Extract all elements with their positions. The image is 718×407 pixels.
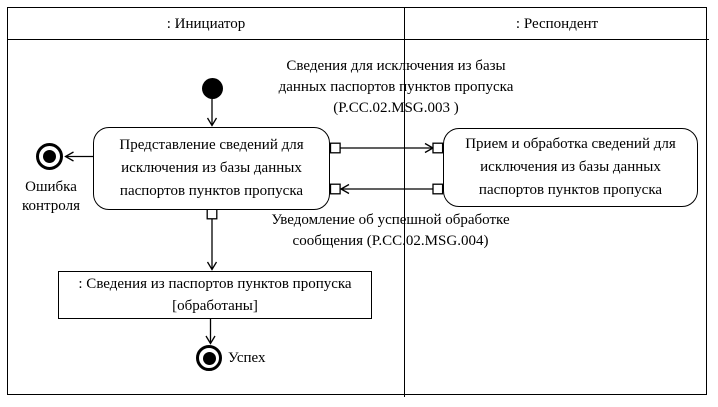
pin-response-in xyxy=(329,183,341,195)
response-message-line: сообщения (P.CC.02.MSG.004) xyxy=(292,233,489,249)
arrowhead-left-icon xyxy=(339,183,350,195)
error-final-label-line: Ошибка xyxy=(25,179,77,195)
arrowhead-left-icon xyxy=(64,151,74,162)
final-node-dot xyxy=(43,150,56,163)
initial-node xyxy=(201,77,223,99)
request-message-line: Сведения для исключения из базы xyxy=(286,58,506,74)
swimlane-header-respondent: : Респондент xyxy=(515,16,599,32)
activity-initiator-line: исключения из базы данных xyxy=(121,160,302,176)
success-final-label: Успех xyxy=(228,350,266,366)
pin-response-out xyxy=(432,183,444,195)
activity-respondent-line: исключения из базы данных xyxy=(480,159,661,175)
final-node-dot xyxy=(202,351,216,365)
error-final-label-line: контроля xyxy=(22,198,80,214)
activity-initiator-line: паспортов пунктов пропуска xyxy=(119,183,304,199)
arrowhead-down-icon xyxy=(205,335,216,345)
request-message-label: Сведения для исключения из базы данных п… xyxy=(240,56,552,119)
object-node-state: [обработаны] xyxy=(172,298,258,314)
swimlane-divider xyxy=(404,7,406,397)
pin-request-in xyxy=(432,142,444,154)
header-separator xyxy=(7,38,709,40)
activity-initiator-line: Представление сведений для xyxy=(119,137,304,153)
response-message-label: Уведомление об успешной обработке сообще… xyxy=(238,210,543,252)
activity-initiator: Представление сведений для исключения из… xyxy=(93,127,330,210)
activity-respondent-line: паспортов пунктов пропуска xyxy=(478,182,663,198)
pin-request-out xyxy=(329,142,341,154)
request-message-line: данных паспортов пунктов пропуска xyxy=(278,79,514,95)
object-node-title: : Сведения из паспортов пунктов пропуска xyxy=(78,276,352,292)
request-message-line: (P.CC.02.MSG.003 ) xyxy=(333,100,459,116)
object-node: : Сведения из паспортов пунктов пропуска… xyxy=(58,271,372,319)
arrowhead-down-icon xyxy=(206,261,218,271)
final-node-success xyxy=(196,345,222,371)
error-final-label: Ошибка контроля xyxy=(12,178,90,216)
final-node-error xyxy=(36,143,63,170)
response-message-line: Уведомление об успешной обработке xyxy=(271,212,510,228)
diagram-frame xyxy=(7,7,707,395)
swimlane-header-initiator: : Инициатор xyxy=(166,16,246,32)
activity-respondent-line: Прием и обработка сведений для xyxy=(465,136,676,152)
arrowhead-down-icon xyxy=(206,117,218,127)
activity-respondent: Прием и обработка сведений для исключени… xyxy=(443,128,698,207)
